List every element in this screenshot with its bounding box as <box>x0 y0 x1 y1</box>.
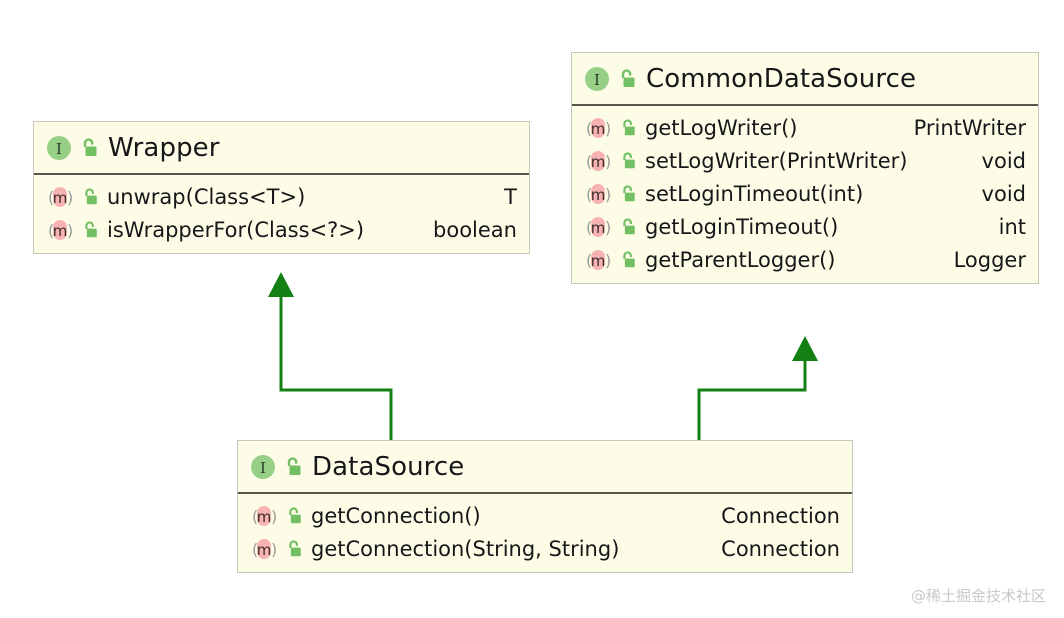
svg-text:(: ( <box>586 251 592 270</box>
method-icon: ( m ) <box>583 247 613 273</box>
watermark: @稀土掘金技术社区 <box>910 587 1046 605</box>
svg-text:m: m <box>591 219 606 237</box>
svg-text:(: ( <box>586 152 592 171</box>
class-name: Wrapper <box>108 132 220 163</box>
unlocked-padlock-icon <box>619 184 637 204</box>
unlocked-padlock-icon <box>81 187 99 207</box>
unlocked-padlock-icon <box>79 137 99 159</box>
svg-text:(: ( <box>48 221 54 240</box>
svg-text:): ) <box>605 152 611 171</box>
member-return-type: PrintWriter <box>913 115 1026 140</box>
member-row[interactable]: ( m ) getLogWriter() PrintWriter <box>572 111 1038 144</box>
member-signature: getLoginTimeout() <box>645 214 839 239</box>
svg-text:): ) <box>67 188 73 207</box>
member-signature: isWrapperFor(Class<?>) <box>107 217 365 242</box>
member-signature: getConnection(String, String) <box>311 536 620 561</box>
method-icon: ( m ) <box>45 184 75 210</box>
svg-text:): ) <box>605 185 611 204</box>
member-row[interactable]: ( m ) setLoginTimeout(int) void <box>572 177 1038 210</box>
method-icon: ( m ) <box>583 214 613 240</box>
interface-icon: I <box>249 453 277 481</box>
uml-class-datasource[interactable]: I DataSource ( m ) <box>237 440 853 573</box>
class-header: I DataSource <box>238 441 852 494</box>
uml-class-wrapper[interactable]: I Wrapper ( m ) <box>33 121 530 254</box>
relation-datasource-to-commondatasource <box>697 336 818 440</box>
member-return-type: void <box>981 148 1026 173</box>
member-row[interactable]: ( m ) getConnection(String, String) Conn… <box>238 532 852 565</box>
method-icon: ( m ) <box>583 148 613 174</box>
svg-text:(: ( <box>586 218 592 237</box>
method-icon: ( m ) <box>583 181 613 207</box>
interface-icon: I <box>583 65 611 93</box>
method-icon: ( m ) <box>45 217 75 243</box>
unlocked-padlock-icon <box>617 68 637 90</box>
unlocked-padlock-icon <box>619 151 637 171</box>
class-header: I CommonDataSource <box>572 53 1038 106</box>
svg-text:m: m <box>591 252 606 270</box>
svg-text:(: ( <box>252 540 258 559</box>
class-members: ( m ) getLogWriter() PrintWriter <box>572 106 1038 283</box>
member-row[interactable]: ( m ) getParentLogger() Logger <box>572 243 1038 276</box>
unlocked-padlock-icon <box>285 506 303 526</box>
class-members: ( m ) getConnection() Connection <box>238 494 852 572</box>
member-row[interactable]: ( m ) unwrap(Class<T>) T <box>34 180 529 213</box>
svg-text:I: I <box>56 140 62 158</box>
svg-text:): ) <box>271 540 277 559</box>
member-return-type: Connection <box>721 503 840 528</box>
svg-text:(: ( <box>586 185 592 204</box>
member-return-type: int <box>998 214 1026 239</box>
member-signature: unwrap(Class<T>) <box>107 184 306 209</box>
member-signature: getLogWriter() <box>645 115 798 140</box>
svg-text:): ) <box>67 221 73 240</box>
member-return-type: Logger <box>953 247 1026 272</box>
class-header: I Wrapper <box>34 122 529 175</box>
member-row[interactable]: ( m ) getConnection() Connection <box>238 499 852 532</box>
svg-text:m: m <box>591 120 606 138</box>
uml-class-commondatasource[interactable]: I CommonDataSource ( m ) <box>571 52 1039 284</box>
svg-text:): ) <box>605 119 611 138</box>
member-signature: getConnection() <box>311 503 481 528</box>
class-name: CommonDataSource <box>646 63 917 94</box>
member-return-type: T <box>504 184 517 209</box>
svg-text:m: m <box>53 189 68 207</box>
interface-icon: I <box>45 134 73 162</box>
unlocked-padlock-icon <box>619 250 637 270</box>
svg-text:m: m <box>257 508 272 526</box>
class-members: ( m ) unwrap(Class<T>) T <box>34 175 529 253</box>
method-icon: ( m ) <box>583 115 613 141</box>
svg-text:m: m <box>53 222 68 240</box>
member-row[interactable]: ( m ) isWrapperFor(Class<?>) boolean <box>34 213 529 246</box>
svg-text:m: m <box>591 186 606 204</box>
svg-text:(: ( <box>48 188 54 207</box>
class-name: DataSource <box>312 451 465 482</box>
method-icon: ( m ) <box>249 503 279 529</box>
member-return-type: boolean <box>433 217 517 242</box>
svg-text:): ) <box>605 251 611 270</box>
method-icon: ( m ) <box>249 536 279 562</box>
member-row[interactable]: ( m ) setLogWriter(PrintWriter) void <box>572 144 1038 177</box>
unlocked-padlock-icon <box>619 118 637 138</box>
svg-text:I: I <box>594 71 600 89</box>
member-signature: setLogWriter(PrintWriter) <box>645 148 908 173</box>
member-return-type: Connection <box>721 536 840 561</box>
member-return-type: void <box>981 181 1026 206</box>
member-signature: setLoginTimeout(int) <box>645 181 864 206</box>
member-row[interactable]: ( m ) getLoginTimeout() int <box>572 210 1038 243</box>
svg-text:m: m <box>591 153 606 171</box>
svg-text:): ) <box>605 218 611 237</box>
member-signature: getParentLogger() <box>645 247 836 272</box>
unlocked-padlock-icon <box>283 456 303 478</box>
svg-text:(: ( <box>586 119 592 138</box>
unlocked-padlock-icon <box>285 539 303 559</box>
unlocked-padlock-icon <box>81 220 99 240</box>
relation-datasource-to-wrapper <box>268 272 393 440</box>
svg-text:(: ( <box>252 507 258 526</box>
unlocked-padlock-icon <box>619 217 637 237</box>
svg-text:): ) <box>271 507 277 526</box>
svg-text:m: m <box>257 541 272 559</box>
svg-text:I: I <box>260 459 266 477</box>
